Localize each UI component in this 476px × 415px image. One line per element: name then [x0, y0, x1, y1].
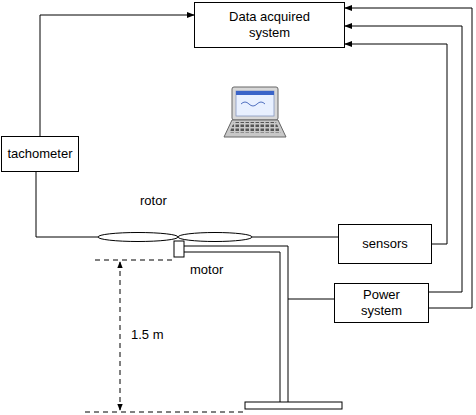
motor-body [174, 241, 184, 257]
height-dimension [85, 260, 245, 412]
instrument-box: tachometer [1, 136, 79, 172]
signal-arrow [345, 44, 447, 244]
box-text: Data acquired system [222, 9, 317, 40]
box-text: sensors [362, 236, 408, 252]
power-box: Power system [334, 283, 429, 323]
sensor-box: sensors [338, 224, 432, 264]
dimension-label: 1.5 m [131, 327, 164, 343]
signal-arrow [40, 15, 194, 136]
system-box: Data acquired system [194, 2, 345, 48]
signal-wire [36, 172, 338, 299]
part-label: motor [190, 262, 223, 278]
part-label: rotor [140, 193, 167, 209]
box-text: Power system [354, 287, 409, 318]
laptop-icon [224, 87, 286, 137]
test-stand [184, 246, 342, 409]
rotor-blades [98, 233, 252, 242]
box-text: tachometer [7, 146, 72, 162]
